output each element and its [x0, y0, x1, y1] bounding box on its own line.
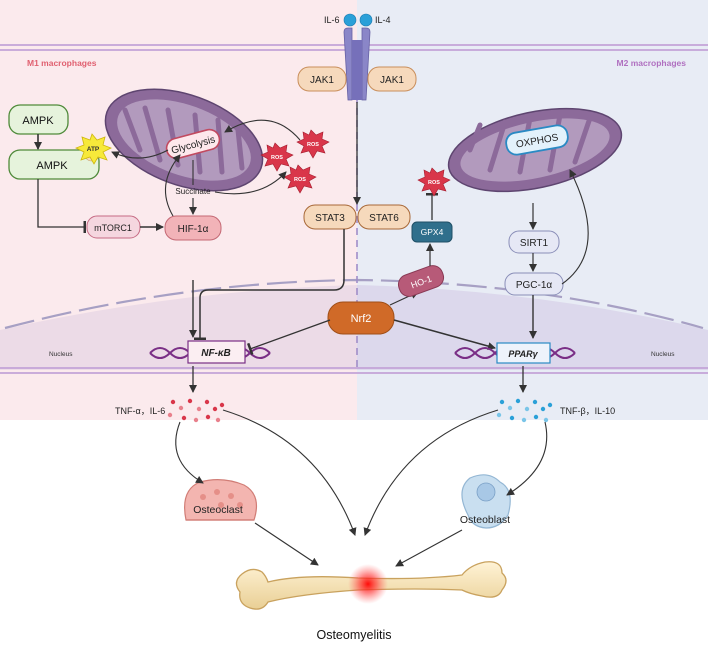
ho1-box: [397, 265, 445, 297]
glycolysis-to-atp-arrow: [111, 149, 169, 159]
plasma-membrane-bottom: [0, 367, 708, 374]
hif-to-glycolysis-arrow: [164, 154, 181, 217]
m1-lower-tint: [0, 370, 357, 420]
bottom-white-area: [0, 420, 708, 653]
m2-panel-label: M2 macrophages: [617, 58, 687, 68]
oxphos-box: [505, 124, 569, 156]
il6-label: IL-6: [324, 15, 340, 25]
osteoblast-label: Osteoblast: [460, 514, 510, 526]
m2-cytokine-dots: [496, 398, 553, 423]
jak1-right-label: JAK1: [380, 75, 404, 86]
cytokine-receptor: [343, 27, 371, 101]
il4-label: IL-4: [375, 15, 391, 25]
mtorc1-label: mTORC1: [94, 223, 132, 233]
m1-nucleus-label: Nucleus: [49, 351, 73, 358]
ros-burst-1: ROS: [260, 142, 294, 172]
osteoclast-to-bone: [254, 522, 319, 566]
stat6-box: [357, 204, 411, 230]
gpx4-box: [411, 221, 453, 243]
nrf2-box: [327, 301, 395, 335]
pgc-to-oxphos-arrow: [561, 169, 589, 285]
pgc1a-box: [504, 272, 564, 296]
m1-cytokines-label: TNF-α，IL-6: [115, 406, 165, 416]
hif1a-box: [164, 215, 222, 241]
osteoclast-cell: [184, 479, 257, 521]
m1-cytokines-to-osteoclast: [175, 421, 204, 484]
nrf2-inhibits-nfkb: [247, 319, 331, 355]
atp-burst: [75, 133, 112, 165]
atp-label: ATP: [87, 146, 100, 153]
osteoblast-to-bone: [395, 529, 463, 567]
nrf2-label: Nrf2: [351, 313, 372, 325]
ros-burst-3: ROS: [283, 164, 317, 194]
ampk-phospho-label: AMPK: [36, 160, 68, 172]
succinate-to-ros-arrow: [214, 171, 287, 195]
nrf2-to-ppar-arrow: [393, 319, 496, 350]
gpx4-label: GPX4: [421, 227, 444, 237]
m1-panel-label: M1 macrophages: [27, 58, 97, 68]
jak1-right-box: [367, 66, 417, 92]
m2-cytokines-to-bone: [363, 409, 499, 536]
jak1-left-label: JAK1: [310, 75, 334, 86]
m1-nucleus: [0, 285, 357, 370]
stat3-inhibits-nfkb: [194, 229, 345, 340]
ros-feedback-arrow: [224, 119, 301, 141]
nfkb-label: NF-κB: [201, 348, 231, 359]
pgc1a-label: PGC-1α: [516, 280, 553, 291]
sirt1-label: SIRT1: [520, 238, 549, 249]
il4-ligand: [359, 13, 373, 27]
m2-nucleus-label: Nucleus: [651, 351, 675, 358]
nfkb-box: [187, 340, 246, 364]
hif1a-label: HIF-1α: [178, 224, 209, 235]
m1-cytokines-to-bone: [222, 409, 357, 536]
pparg-box: [496, 342, 551, 364]
il6-ligand: [343, 13, 357, 27]
m2-ros-burst: ROS: [417, 167, 451, 197]
osteoclast-label: Osteoclast: [193, 504, 243, 516]
infection-glow: [348, 564, 388, 604]
osteomyelitis-label: Osteomyelitis: [316, 628, 391, 642]
pparg-label: PPARγ: [508, 349, 538, 359]
stat3-box: [303, 204, 357, 230]
m1-cytokine-dots: [167, 398, 225, 423]
ros-burst-2: ROS: [296, 129, 330, 159]
stat3-label: STAT3: [315, 213, 345, 224]
m2-cytokines-label: TNF-β，IL-10: [560, 406, 615, 416]
svg-text:ROS: ROS: [271, 155, 283, 161]
svg-text:ROS: ROS: [294, 177, 306, 183]
m2-cytokines-to-osteoblast: [506, 421, 548, 496]
ampk-phospho-box: [8, 149, 100, 180]
ampk-label: AMPK: [22, 115, 54, 127]
ampkp-inhibits-mtorc1: [37, 179, 86, 233]
stat6-label: STAT6: [369, 213, 399, 224]
svg-text:ROS: ROS: [307, 142, 319, 148]
svg-text:ROS: ROS: [428, 180, 440, 186]
sirt1-box: [508, 230, 560, 254]
succinate-label: Succinate: [175, 187, 211, 196]
m2-lower-tint: [357, 370, 708, 420]
jak1-left-box: [297, 66, 347, 92]
